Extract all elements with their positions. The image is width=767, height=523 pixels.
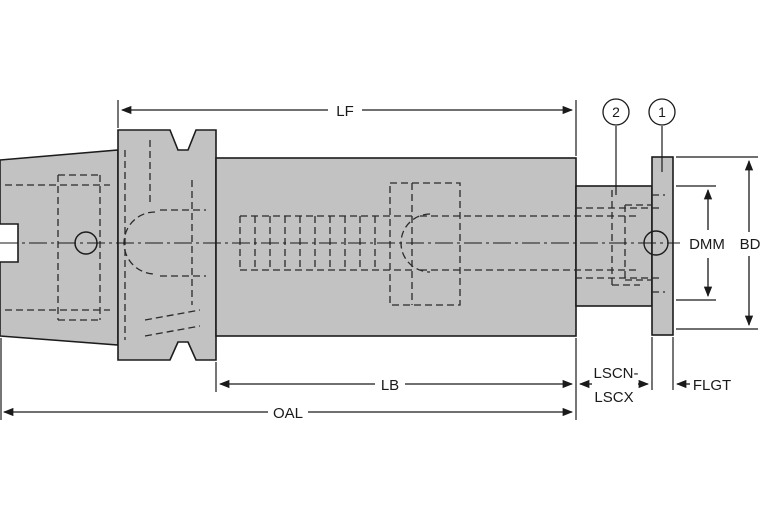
flange — [117, 129, 217, 361]
callout-2-circle — [602, 98, 630, 126]
bd-label: BD — [740, 236, 761, 253]
lscx-label: LSCX — [594, 389, 633, 406]
callout-1-circle — [648, 98, 676, 126]
flange-slot — [144, 309, 201, 337]
lb-label: LB — [381, 377, 399, 394]
shank-hidden-lines — [5, 174, 110, 321]
oal-label: OAL — [273, 405, 303, 422]
holder-neck — [575, 185, 653, 307]
callout-1-label: 1 — [658, 104, 666, 120]
lf-label: LF — [336, 103, 354, 120]
callout-2-label: 2 — [612, 104, 620, 120]
tip-flange — [651, 156, 674, 336]
coolant-tube-hidden — [389, 182, 640, 306]
dmm-label: DMM — [689, 236, 725, 253]
flange-hidden-lines — [124, 140, 206, 340]
flgt-label: FLGT — [693, 377, 731, 394]
lscn-label: LSCN- — [593, 365, 638, 382]
holder-body — [215, 157, 577, 337]
